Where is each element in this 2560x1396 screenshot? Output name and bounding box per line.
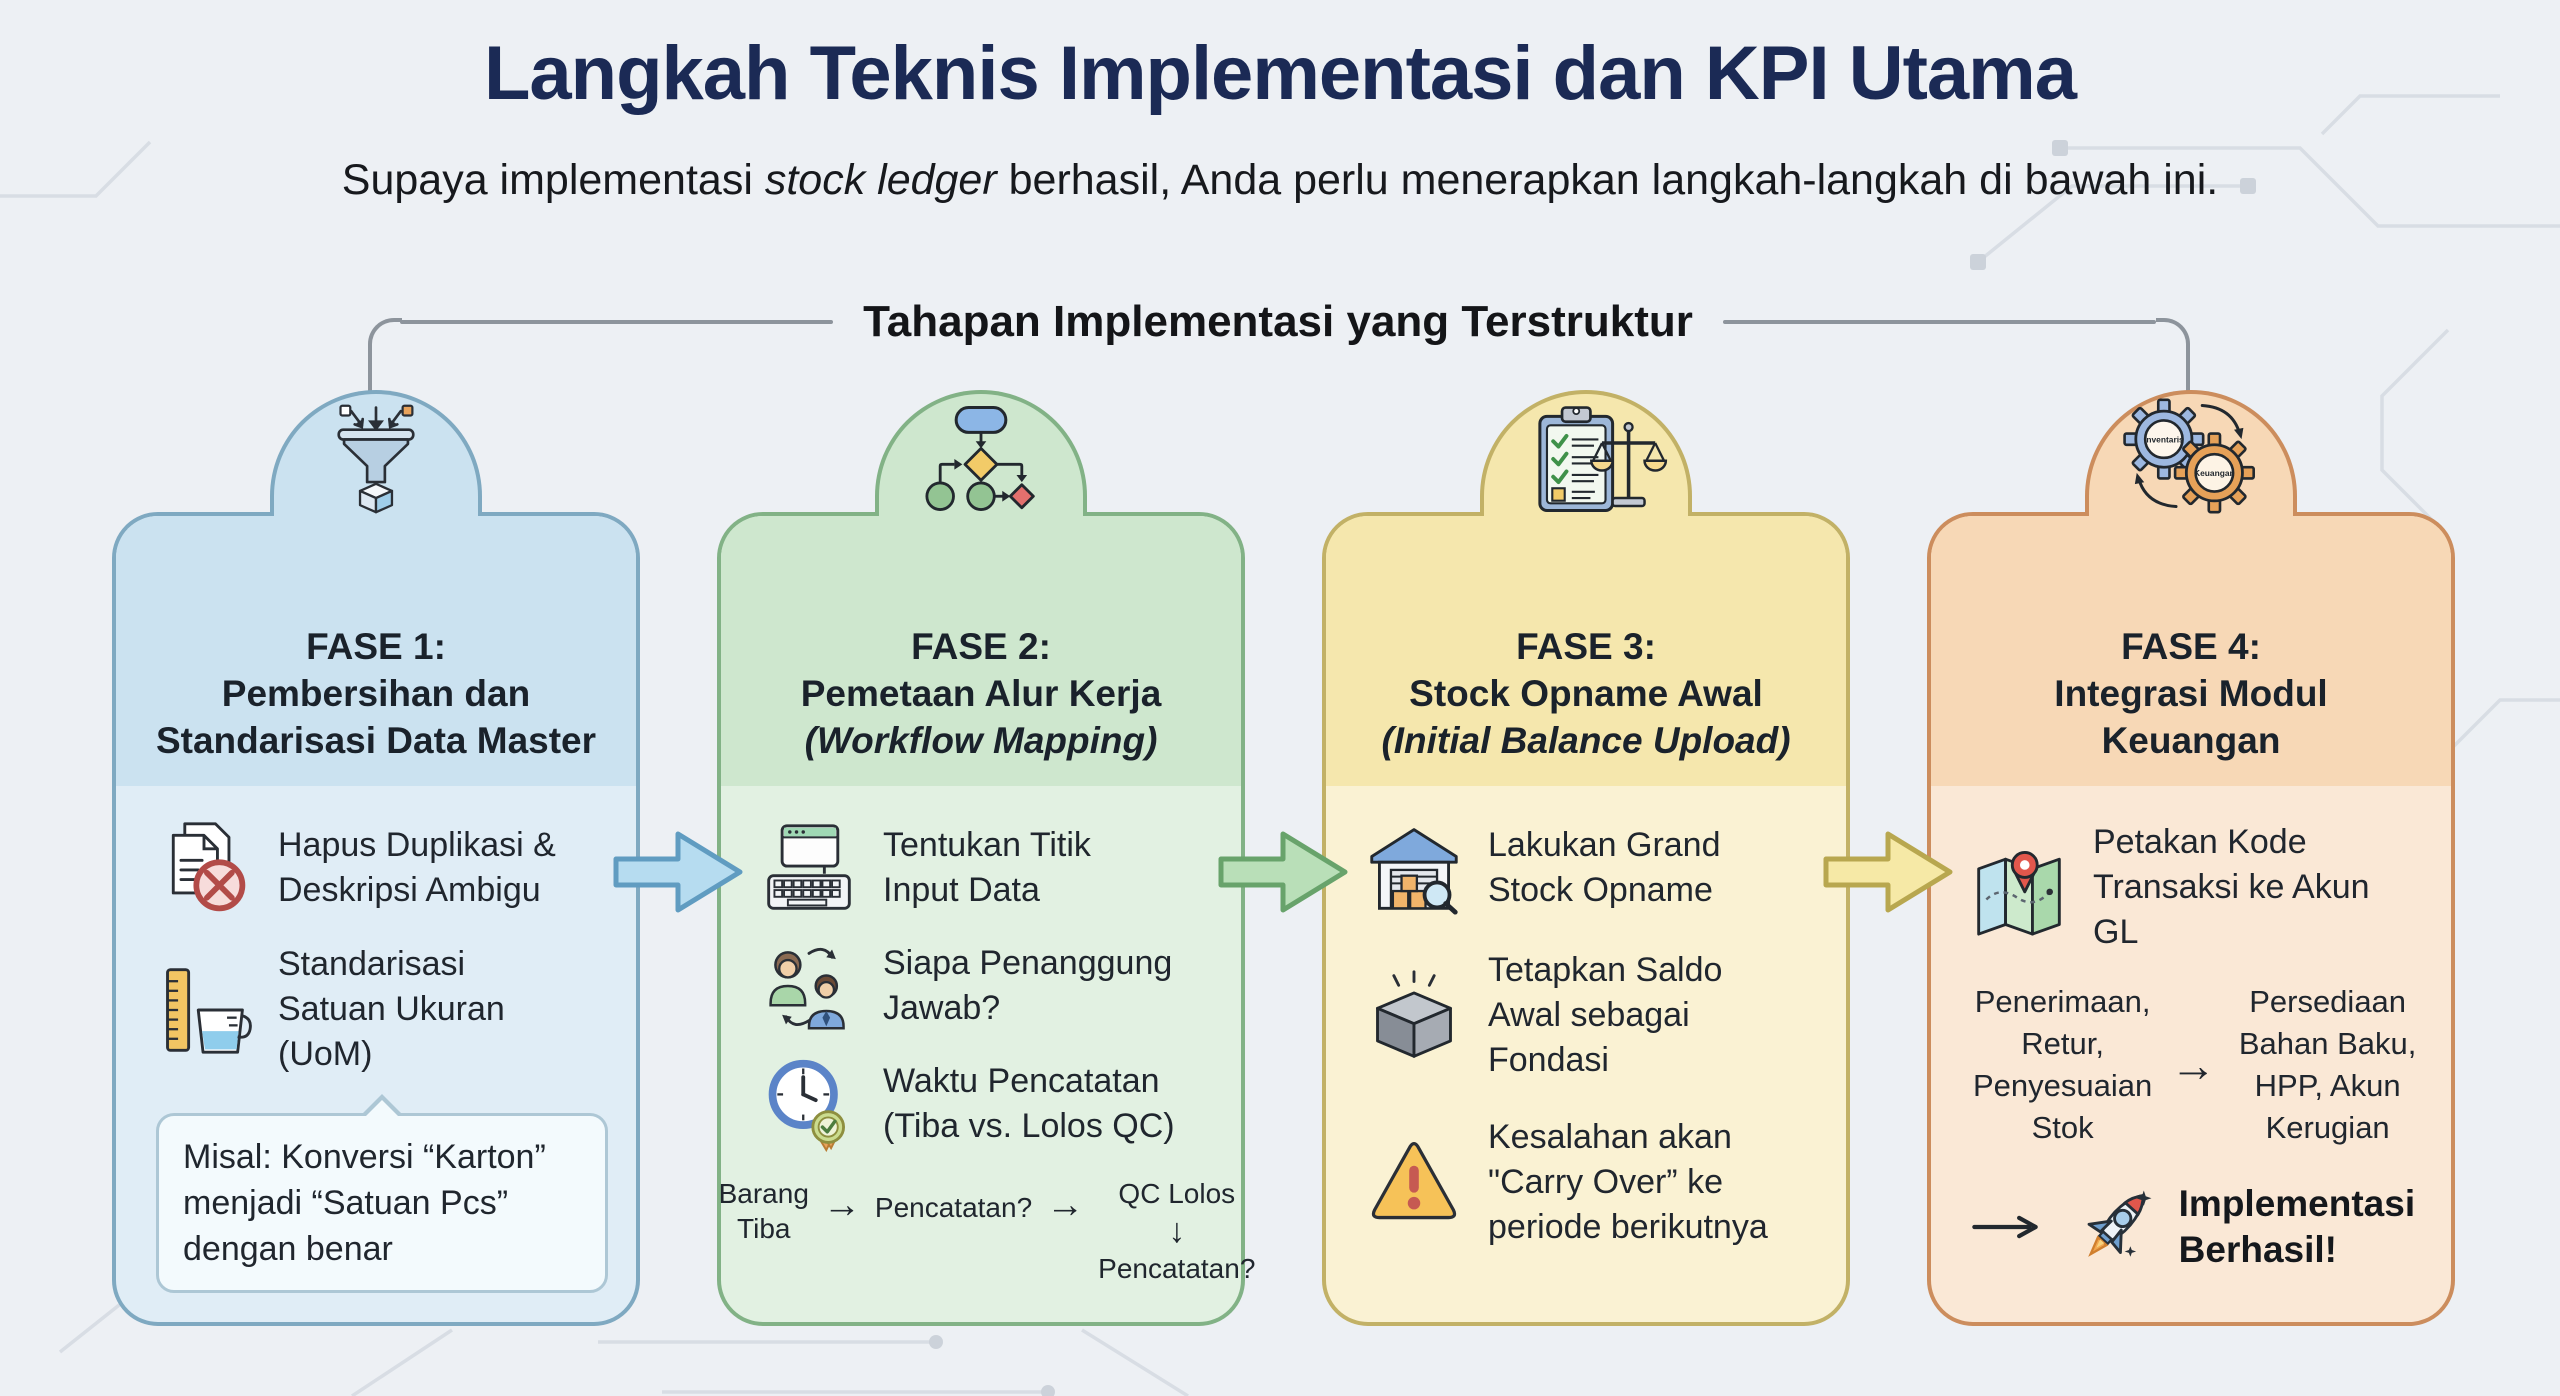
list-item: Tentukan Titik Input Data <box>761 820 1213 916</box>
clipboard-scale-icon <box>1538 406 1668 512</box>
unit-of-measure-icon <box>156 962 252 1058</box>
connector-elbow-left <box>368 318 402 404</box>
list-item: Lakukan Grand Stock Opname <box>1366 820 1818 916</box>
page-title: Langkah Teknis Implementasi dan KPI Utam… <box>483 31 2077 116</box>
page-subtitle: Supaya implementasi stock ledger berhasi… <box>0 156 2560 205</box>
warning-triangle-icon <box>1366 1135 1462 1231</box>
duplicate-documents-icon <box>156 820 252 916</box>
callout-pointer-fill <box>365 1100 399 1117</box>
list-item: Kesalahan akan "Carry Over” ke periode b… <box>1366 1115 1818 1250</box>
gear-label-keuangan: Keuangan <box>2194 468 2235 478</box>
subtitle-suffix: berhasil, Anda perlu menerapkan langkah-… <box>996 156 2219 204</box>
mapping-arrow-glyph: → <box>2170 1039 2217 1091</box>
recording-flow-diagram: Barang Tiba → Pencatatan? → QC Lolos ↓ P… <box>719 1176 1256 1286</box>
responsible-people-icon <box>761 938 857 1034</box>
gear-label-inventaris: Inventaris <box>2144 434 2184 444</box>
warehouse-audit-icon <box>1366 820 1462 916</box>
phase3-icon-dome <box>1480 390 1692 516</box>
phase4-card: FASE 4: Integrasi Modul Keuangan <box>1927 512 2455 1326</box>
phase2-to-phase3-arrow-icon <box>1218 831 1348 913</box>
flow-step-pencatatan-2: Pencatatan? <box>1098 1253 1256 1284</box>
phase2-icon-dome <box>875 390 1087 516</box>
phase4-title: FASE 4: Integrasi Modul Keuangan <box>2054 626 2328 761</box>
list-item-label: Tentukan Titik Input Data <box>883 826 1091 909</box>
flow-step-barang-tiba: Barang Tiba <box>718 1178 809 1244</box>
connector-elbow-right <box>2156 318 2190 404</box>
phase2-card: FASE 2: Pemetaan Alur Kerja (Workflow Ma… <box>717 512 1256 1326</box>
gl-map-pin-icon <box>1971 840 2067 936</box>
phase3-to-phase4-arrow-icon <box>1823 831 1953 913</box>
section-heading: Tahapan Implementasi yang Terstruktur <box>863 297 1693 346</box>
list-item-label: Waktu Pencatatan (Tiba vs. Lolos QC) <box>883 1062 1175 1145</box>
phase1-body: Hapus Duplikasi & Deskripsi Ambigu <box>116 786 636 1322</box>
connector-line-left <box>400 320 834 324</box>
recording-time-clock-icon <box>761 1056 857 1152</box>
subtitle-italic-term: stock ledger <box>764 156 997 204</box>
flow-step-qc: QC Lolos ↓ Pencatatan? <box>1098 1176 1255 1286</box>
list-item: Siapa Penanggung Jawab? <box>761 938 1213 1034</box>
list-item-label: Petakan Kode Transaksi ke Akun GL <box>2093 823 2370 951</box>
flow-arrow-glyph: → <box>822 1184 861 1226</box>
phase3-header: FASE 3: Stock Opname Awal (Initial Balan… <box>1326 516 1846 786</box>
phase2-title: FASE 2: Pemetaan Alur Kerja (Workflow Ma… <box>800 626 1162 761</box>
phase4-icon-dome: Inventaris Keuangan <box>2085 390 2297 516</box>
gl-mapping-row: Penerimaan, Retur, Penyesuaian Stok → Pe… <box>1971 981 2423 1149</box>
section-heading-bar: Tahapan Implementasi yang Terstruktur <box>400 297 2156 346</box>
phase3-card: FASE 3: Stock Opname Awal (Initial Balan… <box>1322 512 1850 1326</box>
list-item-label: Lakukan Grand Stock Opname <box>1488 826 1721 909</box>
list-item-label: Kesalahan akan "Carry Over” ke periode b… <box>1488 1118 1768 1246</box>
list-item: Standarisasi Satuan Ukuran (UoM) <box>156 942 608 1077</box>
flow-step-pencatatan: Pencatatan? <box>874 1192 1033 1223</box>
list-item: Tetapkan Saldo Awal sebagai Fondasi <box>1366 948 1818 1083</box>
phase4-header: FASE 4: Integrasi Modul Keuangan <box>1931 516 2451 786</box>
success-row: Implementasi Berhasil! <box>1971 1179 2423 1275</box>
success-label: Implementasi Berhasil! <box>2178 1183 2416 1270</box>
funnel-data-icon <box>337 404 415 514</box>
phase1-title: FASE 1: Pembersihan dan Standarisasi Dat… <box>155 626 597 761</box>
phase2-body: Tentukan Titik Input Data <box>719 786 1256 1322</box>
phase1-header: FASE 1: Pembersihan dan Standarisasi Dat… <box>116 516 636 786</box>
phase4-body: Petakan Kode Transaksi ke Akun GL Peneri… <box>1931 786 2451 1322</box>
flow-arrow-glyph: → <box>1046 1184 1085 1226</box>
list-item: Waktu Pencatatan (Tiba vs. Lolos QC) <box>761 1056 1213 1152</box>
connector-line-right <box>1722 320 2156 324</box>
list-item-label: Hapus Duplikasi & Deskripsi Ambigu <box>278 826 556 909</box>
mapping-source-text: Penerimaan, Retur, Penyesuaian Stok <box>1973 984 2153 1145</box>
flowchart-icon <box>925 406 1035 511</box>
subtitle-prefix: Supaya implementasi <box>341 156 765 204</box>
list-item: Hapus Duplikasi & Deskripsi Ambigu <box>156 820 608 916</box>
phase1-icon-dome <box>270 390 482 516</box>
phase3-body: Lakukan Grand Stock Opname Tetapkan Sald… <box>1326 786 1846 1322</box>
list-item: Petakan Kode Transaksi ke Akun GL <box>1971 820 2423 955</box>
list-item-label: Tetapkan Saldo Awal sebagai Fondasi <box>1488 951 1723 1079</box>
phase2-header: FASE 2: Pemetaan Alur Kerja (Workflow Ma… <box>721 516 1241 786</box>
mapping-target-text: Persediaan Bahan Baku, HPP, Akun Kerugia… <box>2238 984 2417 1145</box>
list-item-label: Siapa Penanggung Jawab? <box>883 944 1173 1027</box>
long-arrow-icon <box>1972 1215 2038 1239</box>
integration-gears-icon: Inventaris Keuangan <box>2123 398 2255 514</box>
rocket-icon <box>2067 1179 2163 1275</box>
foundation-block-icon <box>1366 968 1462 1064</box>
example-callout: Misal: Konversi “Karton” menjadi “Satuan… <box>156 1094 608 1293</box>
flow-down-arrow-glyph: ↓ <box>1168 1212 1186 1250</box>
example-callout-text: Misal: Konversi “Karton” menjadi “Satuan… <box>183 1138 546 1268</box>
phase1-card: FASE 1: Pembersihan dan Standarisasi Dat… <box>112 512 640 1326</box>
list-item-label: Standarisasi Satuan Ukuran (UoM) <box>278 945 505 1073</box>
phase1-to-phase2-arrow-icon <box>613 831 743 913</box>
data-input-terminal-icon <box>761 820 857 916</box>
flow-step-qc-lolos: QC Lolos <box>1118 1178 1236 1209</box>
phase3-title: FASE 3: Stock Opname Awal (Initial Balan… <box>1381 626 1791 761</box>
